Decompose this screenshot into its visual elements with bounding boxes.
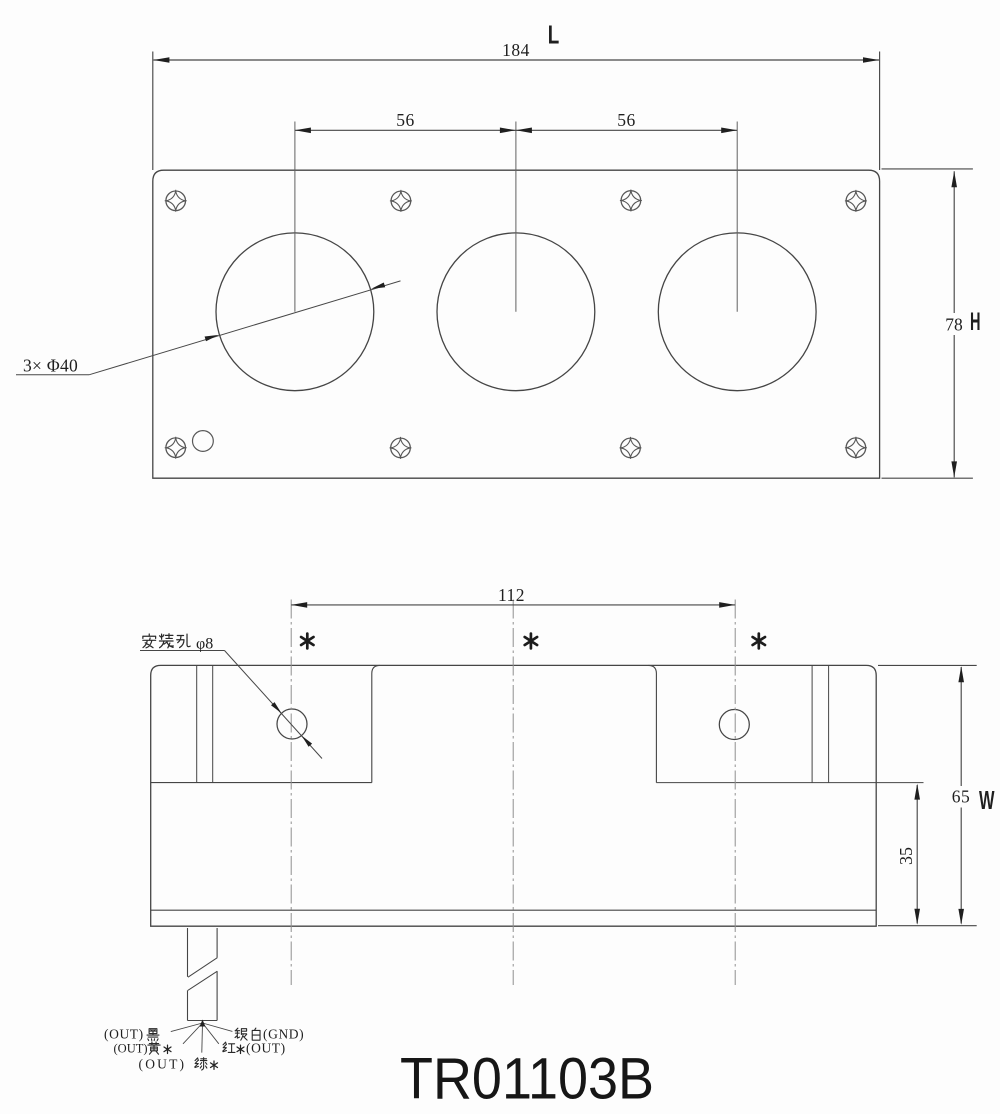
svg-text:H: H <box>970 308 981 336</box>
svg-text:φ8: φ8 <box>196 636 213 653</box>
svg-text:56: 56 <box>617 110 636 130</box>
svg-text:(GND): (GND) <box>263 1027 304 1042</box>
svg-text:W: W <box>979 785 995 815</box>
svg-text:65: 65 <box>952 786 971 806</box>
svg-text:78: 78 <box>945 315 963 335</box>
svg-text:184: 184 <box>502 40 530 60</box>
svg-text:L: L <box>548 20 560 50</box>
svg-text:35: 35 <box>896 847 916 865</box>
svg-text:(OUT): (OUT) <box>246 1040 286 1055</box>
svg-text:(OUT): (OUT) <box>104 1027 144 1042</box>
svg-text:TR01103B: TR01103B <box>400 1047 654 1112</box>
svg-text:3× Φ40: 3× Φ40 <box>23 355 78 375</box>
svg-text:56: 56 <box>396 110 415 130</box>
svg-text:112: 112 <box>498 585 525 605</box>
svg-text:(OUT): (OUT) <box>114 1041 148 1055</box>
svg-text:(OUT): (OUT) <box>139 1056 187 1071</box>
